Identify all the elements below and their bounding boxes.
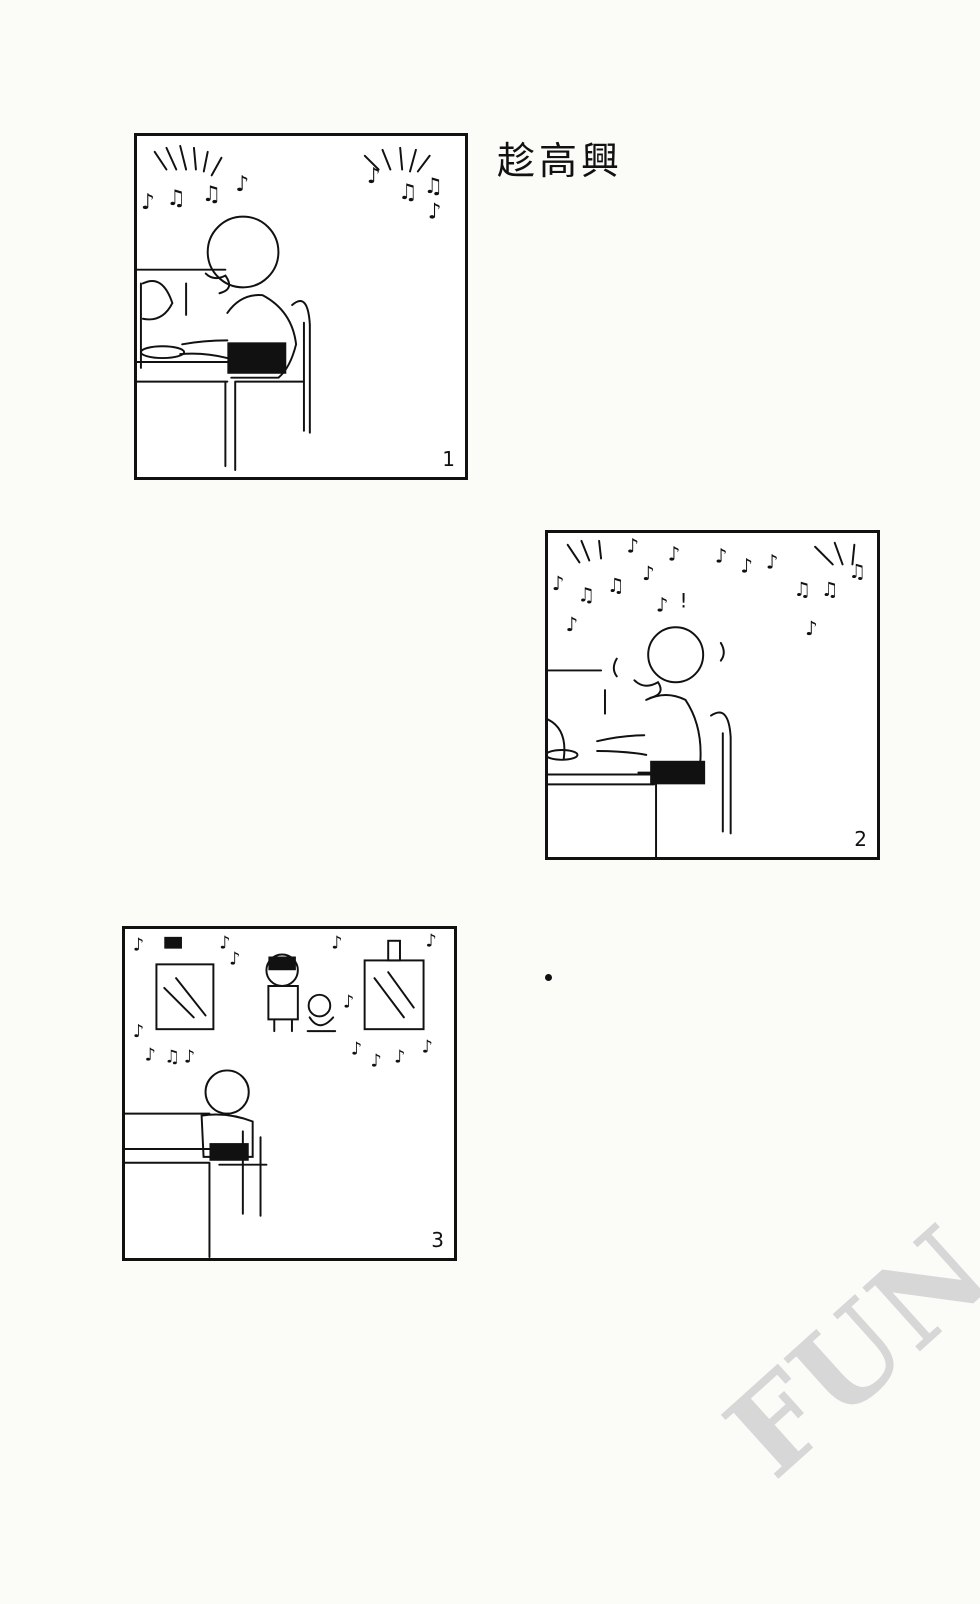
svg-text:♪: ♪: [141, 190, 155, 215]
svg-text:♪: ♪: [331, 934, 342, 954]
svg-text:♫: ♫: [848, 560, 866, 583]
svg-text:♪: ♪: [343, 993, 354, 1013]
svg-text:♪: ♪: [668, 542, 681, 565]
svg-text:♫: ♫: [821, 578, 839, 601]
svg-text:♪: ♪: [133, 936, 144, 956]
svg-text:♪: ♪: [367, 164, 381, 189]
svg-text:♫: ♫: [607, 574, 625, 597]
svg-text:♪: ♪: [184, 1048, 195, 1068]
panel-number-2: 2: [854, 827, 867, 851]
svg-text:!: !: [680, 590, 688, 613]
svg-text:♪: ♪: [351, 1040, 362, 1060]
comic-panel-3: ♪♪♪ ♪♪♫♪ ♪♪♪♪ ♪♪♪ 3: [122, 926, 457, 1261]
svg-text:♪: ♪: [805, 617, 818, 640]
comic-panel-2: ♪♫♫♪ ♪♪♪! ♪♪♪♫ ♫♫♪♪ 2: [545, 530, 880, 860]
watermark: FUN: [700, 1198, 980, 1504]
svg-text:♪: ♪: [566, 613, 579, 636]
svg-text:♪: ♪: [766, 550, 779, 573]
svg-text:♫: ♫: [794, 578, 812, 601]
svg-text:♪: ♪: [422, 1038, 433, 1058]
panel-1-drawing: ♪♫♫♪ ♪♫♫♪: [137, 144, 443, 471]
svg-text:♫: ♫: [578, 584, 596, 607]
svg-text:♪: ♪: [656, 594, 669, 617]
svg-text:♪: ♪: [740, 554, 753, 577]
svg-text:♪: ♪: [428, 200, 442, 225]
svg-text:♫: ♫: [398, 180, 417, 205]
comic-title: 趁高興: [497, 139, 624, 183]
svg-text:♪: ♪: [235, 172, 249, 197]
comic-panel-1: ♪♫♫♪ ♪♫♫♪ 1: [134, 133, 468, 480]
svg-text:♪: ♪: [133, 1022, 144, 1042]
panel-2-drawing: ♪♫♫♪ ♪♪♪! ♪♪♪♫ ♫♫♪♪: [548, 535, 866, 857]
svg-text:♪: ♪: [229, 949, 240, 969]
svg-text:♪: ♪: [426, 932, 437, 952]
svg-text:♪: ♪: [371, 1051, 382, 1071]
svg-text:♪: ♪: [642, 562, 655, 585]
panel-number-1: 1: [442, 447, 455, 471]
panel-3-drawing: ♪♪♪ ♪♪♫♪ ♪♪♪♪ ♪♪♪: [125, 932, 437, 1258]
svg-text:♪: ♪: [627, 535, 640, 558]
svg-text:♫: ♫: [424, 174, 443, 199]
svg-text:♪: ♪: [145, 1046, 156, 1066]
svg-text:♫: ♫: [202, 182, 221, 207]
svg-text:♫: ♫: [166, 186, 185, 211]
svg-text:♫: ♫: [164, 1048, 180, 1068]
ink-dot: [545, 974, 552, 981]
panel-number-3: 3: [431, 1228, 444, 1252]
svg-text:♪: ♪: [219, 934, 230, 954]
svg-text:♪: ♪: [552, 572, 565, 595]
svg-text:♪: ♪: [715, 544, 728, 567]
svg-text:♪: ♪: [394, 1048, 405, 1068]
